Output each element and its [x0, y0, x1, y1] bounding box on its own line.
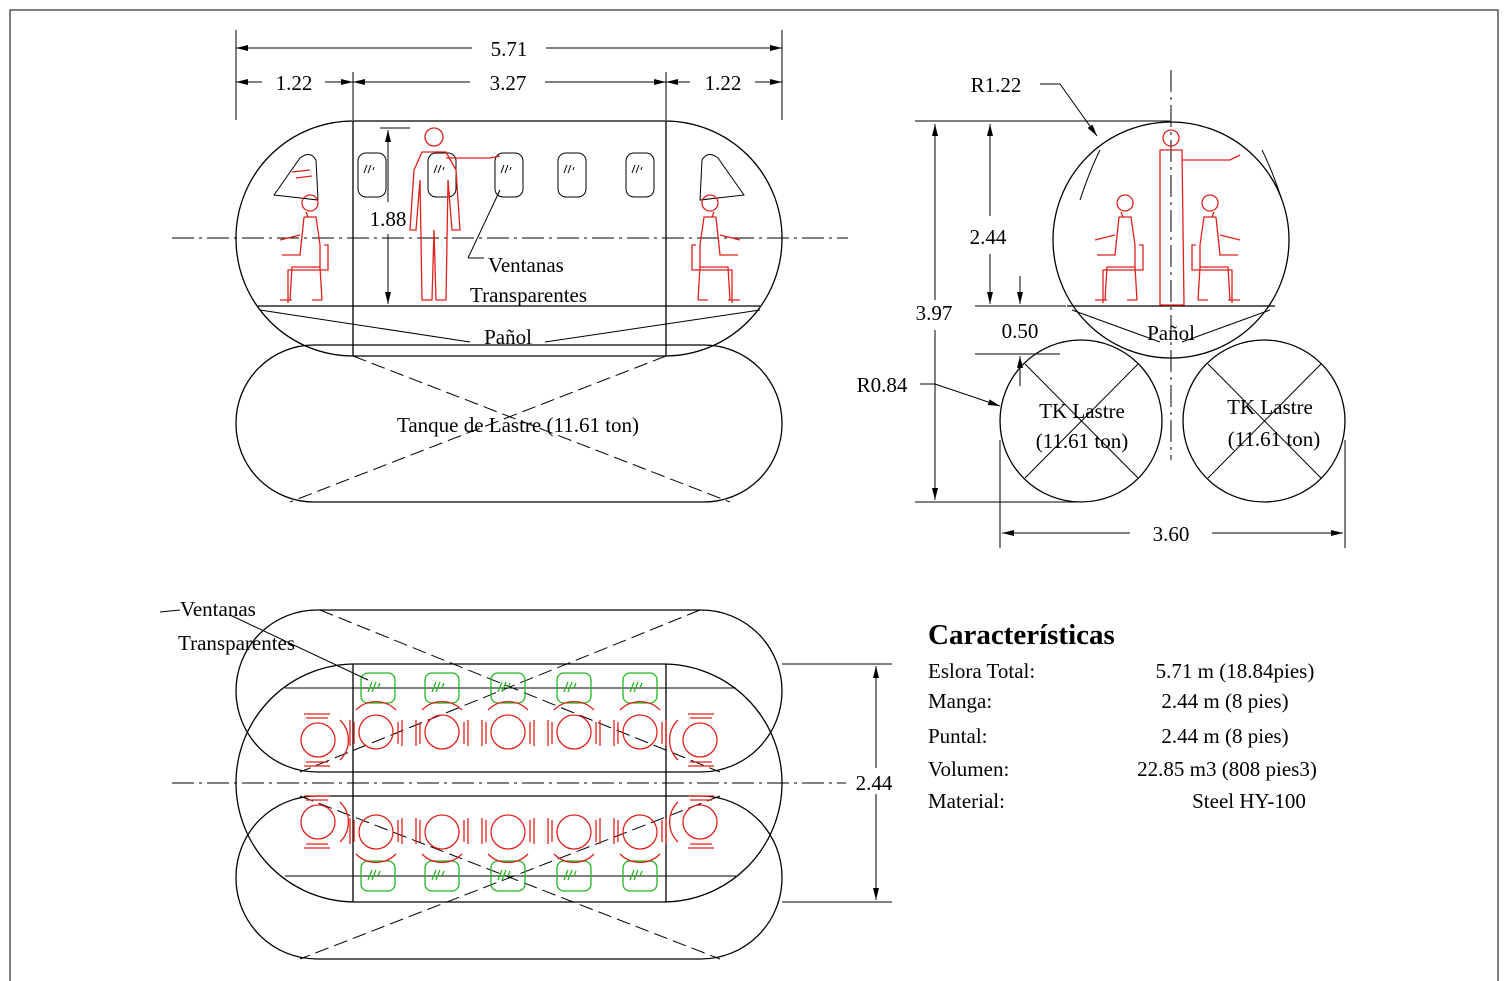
seat-icon	[668, 795, 718, 849]
seated-passenger-icon	[279, 194, 329, 304]
dim-floor-height: 0.50	[1002, 319, 1039, 343]
windows-label-line2: Transparentes	[470, 283, 587, 307]
seated-passenger-icon	[691, 194, 741, 304]
window-icon	[557, 152, 587, 198]
plan-view: Ventanas Transparentes 2.44	[159, 597, 902, 960]
seat-icon	[415, 700, 469, 750]
plan-tank-lower	[235, 795, 783, 960]
plan-tank-upper	[235, 609, 783, 773]
dim-plan-width: 2.44	[856, 771, 893, 795]
seat-icon	[349, 814, 403, 864]
seat-icon	[668, 713, 718, 767]
dim-end-left: 1.22	[276, 71, 313, 95]
window-icon	[427, 152, 457, 198]
dim-cabin-height: 1.88	[370, 207, 407, 231]
stern-window-icon	[699, 154, 745, 201]
tank-left-label-1: TK Lastre	[1039, 399, 1125, 423]
seat-icon	[547, 814, 601, 864]
seat-icon	[415, 814, 469, 864]
window-icon	[357, 152, 387, 198]
seat-icon	[613, 700, 667, 750]
seat-icon	[547, 700, 601, 750]
spec-value-depth: 2.44 m (8 pies)	[1161, 724, 1288, 748]
dim-inner-height: 2.44	[970, 225, 1007, 249]
spec-label-depth: Puntal:	[928, 724, 988, 748]
standing-pilot-icon	[291, 127, 501, 301]
dim-beam: 3.60	[1153, 522, 1190, 546]
spec-value-length: 5.71 m (18.84pies)	[1156, 659, 1315, 683]
spec-label-material: Material:	[928, 789, 1005, 813]
dim-overall-length: 5.71	[491, 37, 528, 61]
spec-value-material: Steel HY-100	[1192, 789, 1306, 813]
side-view: 5.71 1.22 3.27 1.22 1.88	[172, 30, 848, 503]
dim-cabin-middle: 3.27	[490, 71, 527, 95]
dim-end-right: 1.22	[705, 71, 742, 95]
tank-left-label-2: (11.61 ton)	[1036, 429, 1129, 453]
specs-title: Características	[928, 619, 1115, 651]
bow-window-icon	[273, 154, 319, 201]
section-locker-label: Pañol	[1147, 321, 1195, 345]
windows-label-line1: Ventanas	[488, 253, 564, 277]
window-icon	[625, 152, 655, 198]
tank-right-circle	[1182, 339, 1346, 503]
seat-icon	[481, 814, 535, 864]
tank-right-label-1: TK Lastre	[1227, 395, 1313, 419]
spec-value-volume: 22.85 m3 (808 pies3)	[1137, 757, 1317, 781]
section-occupants-icon	[1094, 129, 1241, 306]
spec-label-volume: Volumen:	[928, 757, 1009, 781]
window-icon	[494, 152, 524, 198]
specs-table: Características Eslora Total: 5.71 m (18…	[928, 619, 1317, 813]
ballast-tank-label: Tanque de Lastre (11.61 ton)	[397, 413, 639, 437]
dim-hull-radius: R1.22	[971, 73, 1022, 97]
seat-icon	[300, 713, 350, 767]
spec-label-beam: Manga:	[928, 689, 992, 713]
tank-right-label-2: (11.61 ton)	[1228, 427, 1321, 451]
seat-icon	[300, 795, 350, 849]
spec-value-beam: 2.44 m (8 pies)	[1161, 689, 1288, 713]
plan-windows-label-line2: Transparentes	[178, 631, 295, 655]
tank-left-circle	[999, 339, 1163, 503]
sheet-border	[9, 9, 1499, 981]
ballast-tank-outline	[235, 344, 783, 503]
plan-windows-label-line1: Ventanas	[180, 597, 256, 621]
seat-icon	[481, 700, 535, 750]
spec-label-length: Eslora Total:	[928, 659, 1035, 683]
locker-label: Pañol	[484, 325, 532, 349]
dim-tank-radius: R0.84	[857, 373, 908, 397]
seat-icon	[349, 700, 403, 750]
seat-icon	[613, 814, 667, 864]
dim-total-height: 3.97	[916, 301, 953, 325]
section-view: R1.22 2.44 3.97 0.50 R0.84 3.60 Pañol TK…	[857, 70, 1346, 548]
